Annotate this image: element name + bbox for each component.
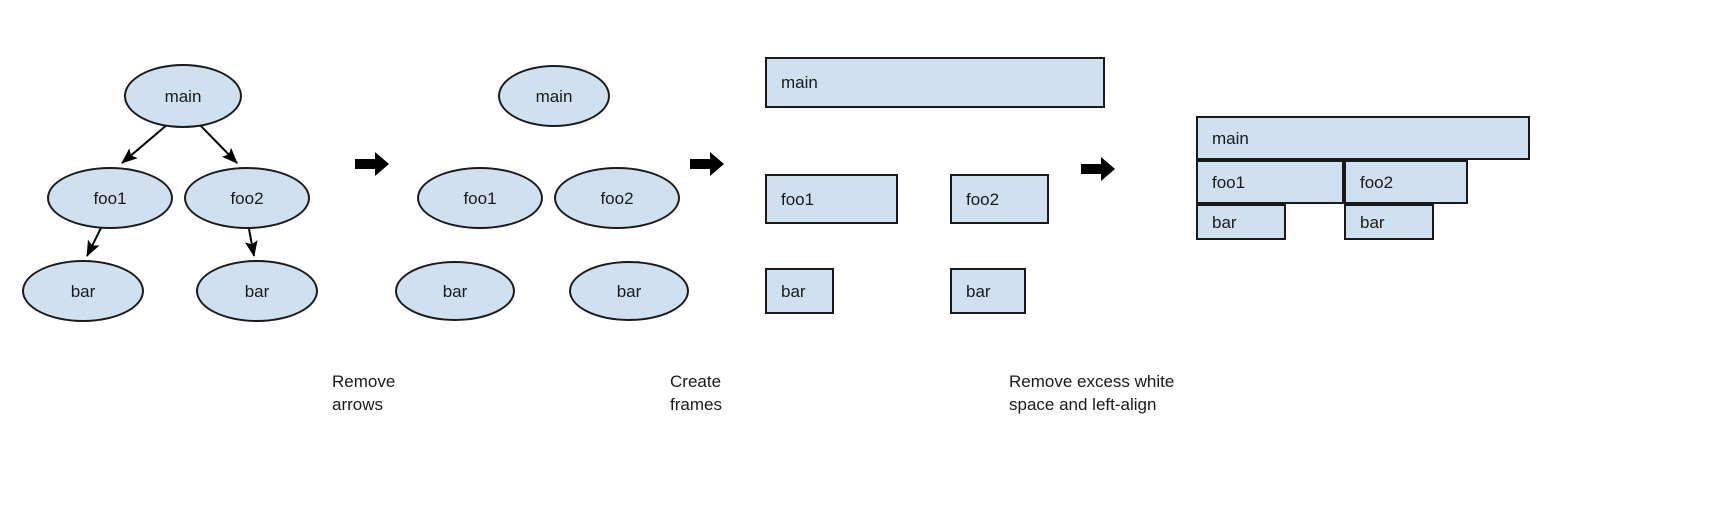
node-label: foo2 xyxy=(966,189,1000,209)
step-arrow-1 xyxy=(355,150,389,178)
flame-main[interactable]: main xyxy=(1196,116,1530,160)
node-label: bar xyxy=(1212,212,1237,232)
frame-bar1[interactable]: bar xyxy=(765,268,834,314)
right-arrow-icon xyxy=(690,152,724,176)
node-main-tree[interactable]: main xyxy=(124,64,242,128)
node-label: foo1 xyxy=(1212,172,1246,192)
node-label: foo1 xyxy=(781,189,815,209)
flame-foo1[interactable]: foo1 xyxy=(1196,160,1344,204)
node-bar2-tree[interactable]: bar xyxy=(196,260,318,322)
node-label: main xyxy=(1212,128,1249,148)
node-foo2-tree[interactable]: foo2 xyxy=(184,167,310,229)
node-label: bar xyxy=(244,281,270,301)
frame-main[interactable]: main xyxy=(765,57,1105,108)
node-label: bar xyxy=(1360,212,1385,232)
node-label: foo2 xyxy=(600,188,634,208)
node-label: main xyxy=(781,73,818,92)
node-foo2-noarrow[interactable]: foo2 xyxy=(554,167,680,229)
node-label: bar xyxy=(966,281,991,301)
flame-foo2[interactable]: foo2 xyxy=(1344,160,1468,204)
node-foo1-tree[interactable]: foo1 xyxy=(47,167,173,229)
flame-bar2[interactable]: bar xyxy=(1344,204,1434,240)
right-arrow-icon xyxy=(1081,157,1115,181)
node-bar2-noarrow[interactable]: bar xyxy=(569,261,689,321)
step-arrow-3 xyxy=(1081,155,1115,183)
node-label: main xyxy=(164,86,202,106)
node-label: bar xyxy=(70,281,96,301)
right-arrow-icon xyxy=(355,152,389,176)
node-label: main xyxy=(535,86,573,106)
caption-remove-space: Remove excess white space and left-align xyxy=(1009,372,1175,414)
node-label: foo1 xyxy=(463,188,497,208)
node-main-noarrow[interactable]: main xyxy=(498,65,610,127)
flame-bar1[interactable]: bar xyxy=(1196,204,1286,240)
node-foo1-noarrow[interactable]: foo1 xyxy=(417,167,543,229)
node-bar1-noarrow[interactable]: bar xyxy=(395,261,515,321)
step-arrow-2 xyxy=(690,150,724,178)
node-label: bar xyxy=(616,281,642,301)
node-bar1-tree[interactable]: bar xyxy=(22,260,144,322)
node-label: foo2 xyxy=(1360,172,1394,192)
node-label: bar xyxy=(442,281,468,301)
node-label: foo1 xyxy=(93,188,127,208)
frame-foo1[interactable]: foo1 xyxy=(765,174,898,224)
frame-foo2[interactable]: foo2 xyxy=(950,174,1049,224)
caption-remove-arrows: Remove arrows xyxy=(332,372,396,414)
frame-bar2[interactable]: bar xyxy=(950,268,1026,314)
node-label: bar xyxy=(781,281,806,301)
caption-create-frames: Create frames xyxy=(670,372,722,414)
node-label: foo2 xyxy=(230,188,264,208)
